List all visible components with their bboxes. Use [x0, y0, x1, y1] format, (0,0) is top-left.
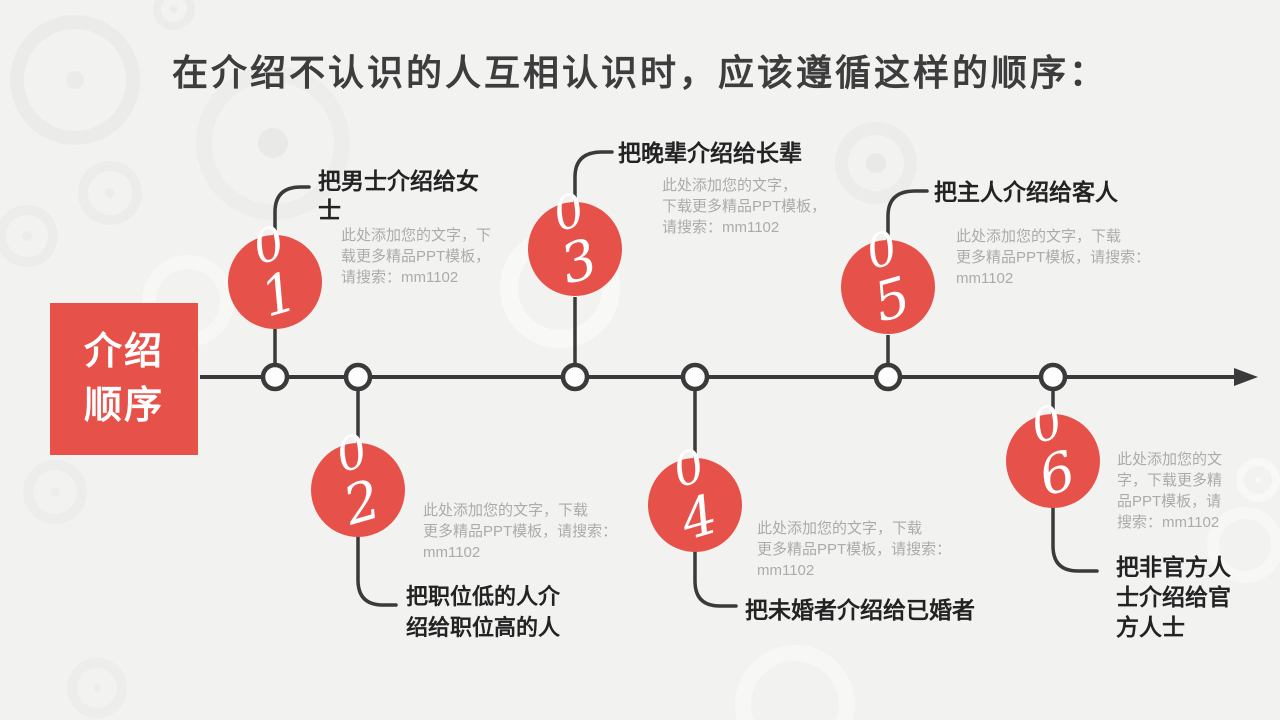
step-heading-02: 把职位低的人介 绍给职位高的人	[406, 584, 561, 640]
decor-ring	[0, 205, 58, 267]
page-title: 在介绍不认识的人互相认识时，应该遵循这样的顺序：	[171, 52, 1108, 93]
intro-order-box: 介绍 顺序	[50, 303, 198, 455]
step-circle-05: 0 5	[841, 220, 935, 335]
curve-step-1	[273, 185, 311, 238]
intro-order-label: 介绍 顺序	[83, 331, 164, 427]
step-number-bottom: 5	[866, 264, 918, 335]
axis-node-4	[680, 362, 710, 392]
decor-ring	[67, 658, 127, 718]
axis-node-6	[1038, 362, 1068, 392]
curve-step-3	[573, 150, 614, 205]
step-body-05: 此处添加您的文字，下载 更多精品PPT模板，请搜索： mm1102	[956, 228, 1151, 287]
step-circle-01: 0 1	[228, 215, 322, 330]
step-body-02: 此处添加您的文字，下载 更多精品PPT模板，请搜索： mm1102	[423, 502, 618, 561]
step-heading-06: 把非官方人 士介绍给官 方人士	[1116, 554, 1231, 640]
curve-step-4	[693, 549, 738, 608]
step-circle-06: 0 6	[1006, 394, 1100, 509]
step-heading-03: 把晚辈介绍给长辈	[618, 140, 802, 166]
step-heading-01: 把男士介绍给女 士	[318, 168, 479, 223]
step-heading-04: 把未婚者介绍给已婚者	[745, 597, 975, 623]
curve-step-5	[886, 189, 929, 243]
step-number-bottom: 2	[336, 467, 388, 538]
step-circle-02: 0 2	[311, 423, 405, 538]
timeline-arrowhead	[1234, 368, 1258, 386]
axis-node-3	[560, 362, 590, 392]
step-heading-05: 把主人介绍给客人	[934, 179, 1118, 205]
step-circle-03: 0 3	[528, 182, 622, 297]
curve-step-6	[1051, 506, 1099, 573]
step-number-bottom: 6	[1031, 438, 1083, 509]
axis-node-1	[260, 362, 290, 392]
decor-ring	[78, 161, 142, 225]
decor-ring	[23, 460, 87, 524]
step-body-01: 此处添加您的文字，下 载更多精品PPT模板， 请搜索：mm1102	[341, 227, 492, 286]
step-body-03: 此处添加您的文字， 下载更多精品PPT模板， 请搜索：mm1102	[662, 177, 827, 236]
step-number-bottom: 3	[553, 226, 605, 297]
step-number-bottom: 4	[673, 482, 725, 553]
step-circle-04: 0 4	[648, 438, 742, 553]
axis-node-5	[873, 362, 903, 392]
step-body-04: 此处添加您的文字，下载 更多精品PPT模板，请搜索： mm1102	[757, 520, 952, 579]
decor-ring	[153, 0, 195, 30]
curve-step-2	[356, 534, 398, 607]
decor-ring	[1236, 458, 1280, 502]
step-body-06: 此处添加您的文 字，下载更多精 品PPT模板，请 搜索：mm1102	[1117, 451, 1223, 531]
axis-node-2	[343, 362, 373, 392]
step-number-bottom: 1	[253, 259, 305, 330]
